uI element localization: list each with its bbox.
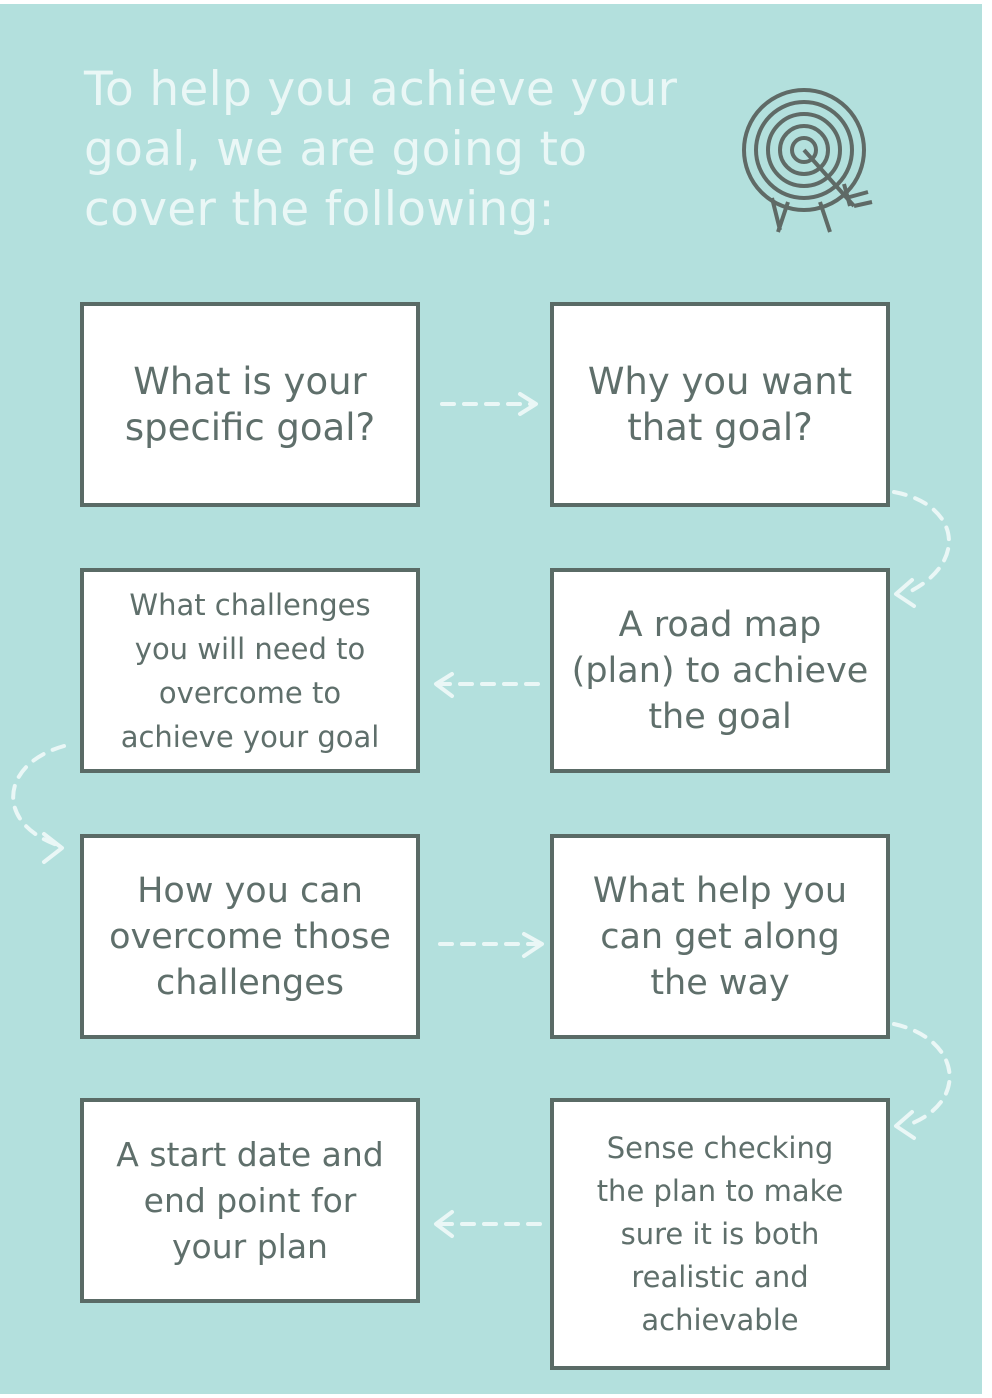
heading-line-2: goal, we are going to xyxy=(84,122,588,177)
connector-2-3 xyxy=(892,490,951,596)
step-box-help: What help you can get along the way xyxy=(550,834,890,1039)
heading-line-3: cover the following: xyxy=(84,182,555,237)
step-7-line-1: A start date and xyxy=(116,1134,384,1174)
step-5-line-3: challenges xyxy=(155,962,345,1003)
step-7-line-2: end point for xyxy=(143,1180,357,1220)
step-4-line-1: A road map xyxy=(618,604,822,645)
arrowhead-3 xyxy=(434,672,454,698)
step-6-line-2: can get along xyxy=(600,916,840,957)
step-box-overcome-challenges: How you can overcome those challenges xyxy=(80,834,420,1039)
step-4-line-2: (plan) to achieve xyxy=(571,650,869,691)
arrowhead-5 xyxy=(522,932,544,958)
step-8-line-1: Sense checking xyxy=(606,1130,834,1165)
step-3-line-4: achieve your goal xyxy=(120,719,380,754)
step-box-sense-checking: Sense checking the plan to make sure it … xyxy=(550,1098,890,1370)
step-3-line-1: What challenges xyxy=(129,587,371,622)
step-4-line-3: the goal xyxy=(648,696,792,737)
step-5-line-2: overcome those xyxy=(109,916,391,957)
arrowhead-6 xyxy=(894,1110,916,1140)
target-with-arrow-icon xyxy=(742,88,873,233)
heading-line-1: To help you achieve your xyxy=(84,62,678,117)
step-box-road-map: A road map (plan) to achieve the goal xyxy=(550,568,890,773)
step-3-line-3: overcome to xyxy=(158,675,342,710)
page-heading: To help you achieve your goal, we are go… xyxy=(84,60,724,240)
step-8-line-4: realistic and xyxy=(631,1259,809,1294)
arrowhead-7 xyxy=(434,1210,454,1238)
arrowhead-1 xyxy=(518,392,538,416)
connector-4-5 xyxy=(11,744,66,848)
step-1-line-2: specific goal? xyxy=(124,405,376,449)
step-5-line-1: How you can xyxy=(137,870,363,911)
step-3-line-2: you will need to xyxy=(134,631,366,666)
step-box-start-end-date: A start date and end point for your plan xyxy=(80,1098,420,1303)
step-1-line-1: What is your xyxy=(133,359,367,403)
arrowhead-2 xyxy=(894,578,916,608)
step-box-challenges: What challenges you will need to overcom… xyxy=(80,568,420,773)
step-2-line-1: Why you want xyxy=(587,359,853,403)
step-8-line-2: the plan to make xyxy=(596,1173,844,1208)
step-6-line-1: What help you xyxy=(592,870,848,911)
step-8-line-3: sure it is both xyxy=(620,1216,820,1251)
step-box-why-goal: Why you want that goal? xyxy=(550,302,890,507)
connector-6-7 xyxy=(892,1022,952,1128)
step-7-line-3: your plan xyxy=(172,1226,328,1266)
arrowhead-4 xyxy=(42,832,64,864)
step-8-line-5: achievable xyxy=(641,1302,799,1337)
step-2-line-2: that goal? xyxy=(627,405,813,449)
step-box-specific-goal: What is your specific goal? xyxy=(80,302,420,507)
infographic-panel: To help you achieve your goal, we are go… xyxy=(0,4,982,1394)
step-6-line-3: the way xyxy=(650,962,790,1003)
